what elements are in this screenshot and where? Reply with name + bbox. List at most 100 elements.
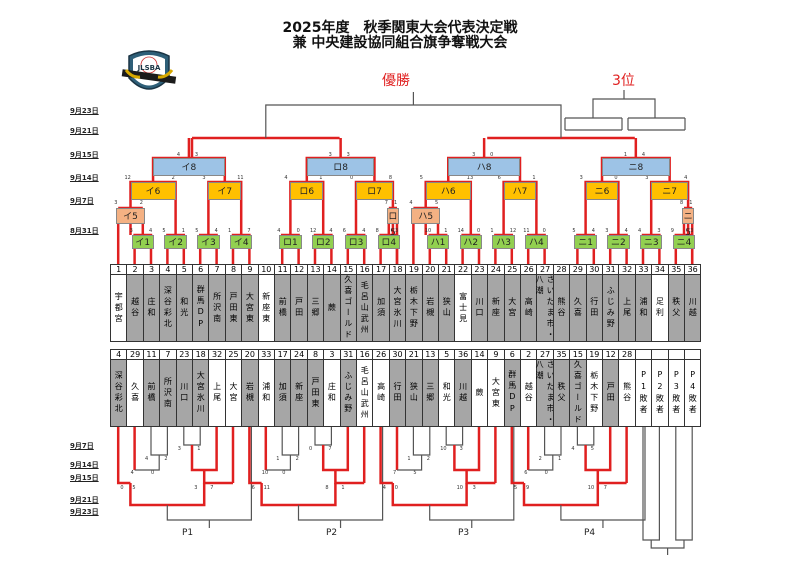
score: 4 — [624, 228, 628, 234]
team-name: 新座 — [487, 274, 505, 342]
score: 3 — [202, 175, 206, 181]
score: 7 — [393, 470, 397, 476]
score: 4 — [571, 446, 575, 452]
team-name: 川越 — [684, 274, 702, 342]
date-label: 9月7日 — [70, 197, 94, 205]
bracket-line — [379, 427, 393, 485]
team-name: 栃木下野 — [585, 359, 603, 427]
bracket-line — [543, 427, 562, 456]
score: 3 — [605, 228, 609, 234]
score: 10 — [424, 228, 432, 234]
team-name: 大宮氷川 — [192, 359, 210, 427]
score: 4 — [176, 152, 181, 158]
match-box-r8: ハ8 — [448, 158, 520, 176]
match-box-r1: ロ1 — [279, 235, 302, 249]
bracket-line — [397, 455, 423, 471]
team-name: 所沢南 — [208, 274, 226, 342]
title-line-2: 兼 中央建設協同組合旗争奪戦大会 — [292, 35, 508, 51]
date-label: 9月23日 — [70, 508, 99, 516]
team-name: 上尾 — [208, 359, 226, 427]
score: 8 — [680, 200, 684, 206]
score: 6 — [497, 175, 501, 181]
third-place-label: 3位 — [612, 73, 635, 89]
team-name: 加須 — [372, 274, 390, 342]
bracket-line — [592, 98, 656, 118]
bracket-line — [281, 427, 300, 456]
score: 11 — [523, 228, 530, 234]
score: 6 — [251, 485, 255, 491]
team-name: 川越 — [454, 359, 472, 427]
team-name: 大宮東 — [241, 274, 259, 342]
match-box-r6-7: ハ6 — [425, 182, 471, 200]
bracket-line — [510, 427, 524, 485]
team-name: 和光 — [438, 359, 456, 427]
bracket-line — [391, 483, 468, 507]
score: 4 — [591, 228, 595, 234]
bracket-line — [150, 427, 168, 456]
score: 1 — [276, 456, 280, 462]
team-name: 大宮 — [503, 274, 521, 342]
match-box-r6-7: ニ7 — [651, 182, 689, 200]
score: 8 — [325, 485, 329, 491]
score: 2 — [538, 456, 542, 462]
match-box-r1: ニ1 — [574, 235, 597, 249]
score: 4 — [362, 228, 366, 234]
match-box-r1: ロ2 — [312, 235, 335, 249]
match-box-r6-7: ロ6 — [290, 182, 324, 200]
team-name: 狭山 — [438, 274, 456, 342]
score: 1 — [490, 228, 494, 234]
team-name: 群馬DP — [503, 359, 521, 427]
score: 1 — [319, 175, 323, 181]
score: 0 — [282, 470, 286, 476]
team-name: ふじみ野 — [602, 274, 620, 342]
score: 0 — [296, 228, 300, 234]
score: 0 — [490, 152, 494, 158]
match-box-r6-7: イ7 — [208, 182, 242, 200]
score: 0 — [309, 446, 313, 452]
bracket-line — [248, 427, 262, 485]
score: 1 — [181, 228, 185, 234]
team-name: ふじみ野 — [339, 359, 357, 427]
team-name: 浦和 — [257, 359, 275, 427]
score: 3 — [194, 152, 199, 158]
bracket-line — [265, 104, 562, 138]
score: 3 — [472, 152, 476, 158]
score: 2 — [164, 456, 168, 462]
score: 12 — [124, 175, 131, 181]
playoff-label-p2: P2 — [326, 528, 338, 538]
score: 5 — [514, 485, 518, 491]
bracket-line — [596, 470, 627, 485]
score: 1 — [228, 228, 232, 234]
score: 13 — [466, 175, 474, 181]
bracket-line — [453, 427, 481, 472]
score: 3 — [346, 152, 350, 158]
score: 11 — [263, 485, 270, 491]
team-name: 秩父 — [552, 359, 571, 427]
team-name: 秩父 — [667, 274, 685, 342]
score: 3 — [395, 228, 399, 234]
score: 0 — [542, 228, 546, 234]
match-box-r1: ニ4 — [672, 235, 696, 249]
score: 10 — [440, 446, 447, 452]
team-name: 狭山 — [405, 359, 423, 427]
score: 2 — [426, 456, 430, 462]
team-name: 熊谷 — [618, 359, 636, 427]
team-name: 蕨 — [323, 274, 341, 342]
match-box-r6-7: ハ7 — [503, 182, 537, 200]
bracket-line — [334, 470, 365, 485]
score: 1 — [532, 175, 536, 181]
bracket-line — [445, 427, 464, 446]
bracket-line — [314, 427, 332, 446]
score: 2 — [295, 456, 299, 462]
team-name: P4敗者 — [684, 359, 702, 427]
team-name: 加須 — [274, 359, 292, 427]
score: 2 — [171, 175, 175, 181]
match-box-r1: イ4 — [230, 235, 253, 249]
score: 1 — [689, 200, 693, 206]
date-label: 9月14日 — [70, 174, 99, 182]
match-box-r1: ロ3 — [344, 235, 368, 249]
team-name: 新座 — [290, 359, 308, 427]
bracket-line — [260, 483, 337, 507]
score: 0 — [120, 485, 124, 491]
bracket-line — [321, 427, 350, 472]
